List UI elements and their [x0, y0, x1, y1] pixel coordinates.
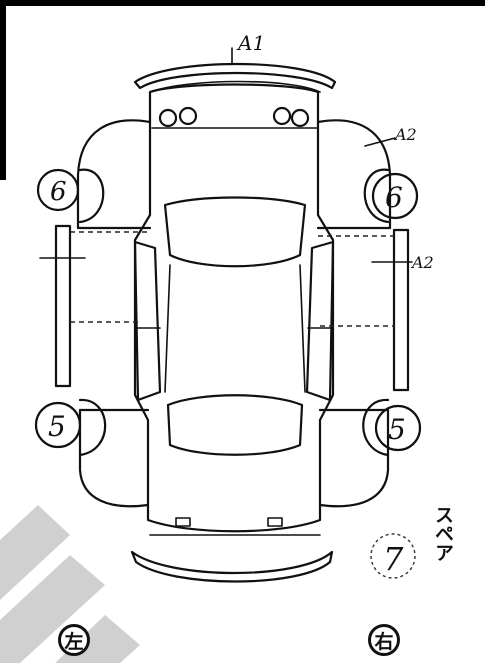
left-side-windows [133, 240, 162, 402]
windshield [163, 196, 307, 268]
right-side-windows [305, 240, 335, 402]
left-side-label: 左 [64, 630, 84, 653]
body-shell [133, 83, 335, 533]
car-outline [130, 62, 337, 583]
rear-lights [149, 517, 321, 536]
wheel-front-left [36, 168, 105, 224]
spare-caption: スペア [432, 505, 454, 562]
rear-window [166, 394, 304, 456]
left-rear-fender [78, 408, 150, 508]
headlights [151, 106, 319, 129]
label-spare-wheel: 7 [383, 540, 404, 578]
left-door-panel [54, 224, 72, 388]
label-front-right-fender: A2 [393, 125, 417, 144]
scan-frame [0, 0, 485, 180]
right-side-marker: 右 [368, 624, 400, 656]
front-bumper [133, 62, 337, 90]
left-front-fender [76, 119, 152, 230]
wheel-front-right [363, 168, 419, 224]
rear-bumper [130, 550, 334, 583]
label-right-door: A2 [410, 253, 434, 272]
right-door-panel [392, 228, 410, 392]
label-front-right-wheel: 6 [385, 181, 403, 214]
right-side-label: 右 [374, 630, 394, 653]
spare-wheel: 7 [370, 533, 416, 579]
right-rear-fender [318, 408, 390, 508]
label-front-left-wheel: 6 [50, 177, 67, 207]
wheels [34, 168, 422, 457]
wheel-rear-left [34, 398, 107, 457]
annotations: A1 A2 A2 6 6 5 5 [48, 31, 434, 446]
label-front-bumper: A1 [236, 31, 265, 55]
label-rear-right-wheel: 5 [388, 413, 406, 446]
left-side-marker: 左 [58, 624, 90, 656]
roof [164, 264, 306, 393]
wheel-rear-right [362, 398, 422, 457]
label-rear-left-wheel: 5 [48, 410, 66, 443]
